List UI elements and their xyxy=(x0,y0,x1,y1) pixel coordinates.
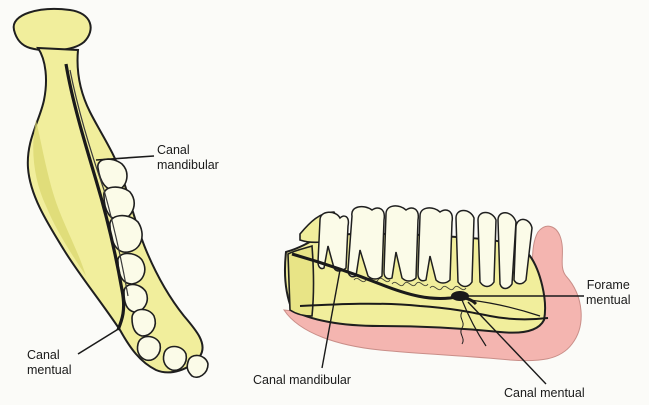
right-premolar-1 xyxy=(456,211,474,287)
right-molar-1 xyxy=(348,207,384,279)
right-mandible-lateral-view xyxy=(284,206,584,384)
left-incisor-a xyxy=(137,337,160,361)
right-teeth-row xyxy=(318,206,532,289)
left-incisor-b xyxy=(163,347,186,371)
right-molar-3 xyxy=(418,208,452,283)
left-incisor-c xyxy=(187,355,208,377)
label-right-forame-mentual: Forame mentual xyxy=(586,278,630,308)
left-canine xyxy=(132,309,155,336)
label-left-canal-mandibular: Canal mandibular xyxy=(157,143,219,173)
left-premolar-1 xyxy=(124,285,147,313)
left-premolar-2 xyxy=(118,253,145,284)
left-leader-canal-mentual xyxy=(78,328,120,354)
left-condyle xyxy=(14,9,91,51)
left-mandible-top-view xyxy=(14,9,208,377)
right-molar-2 xyxy=(384,206,418,281)
label-right-canal-mentual: Canal mentual xyxy=(504,386,585,401)
right-premolar-2 xyxy=(478,213,496,287)
label-left-canal-mentual: Canal mentual xyxy=(27,348,71,378)
label-right-canal-mandibular: Canal mandibular xyxy=(253,373,351,388)
